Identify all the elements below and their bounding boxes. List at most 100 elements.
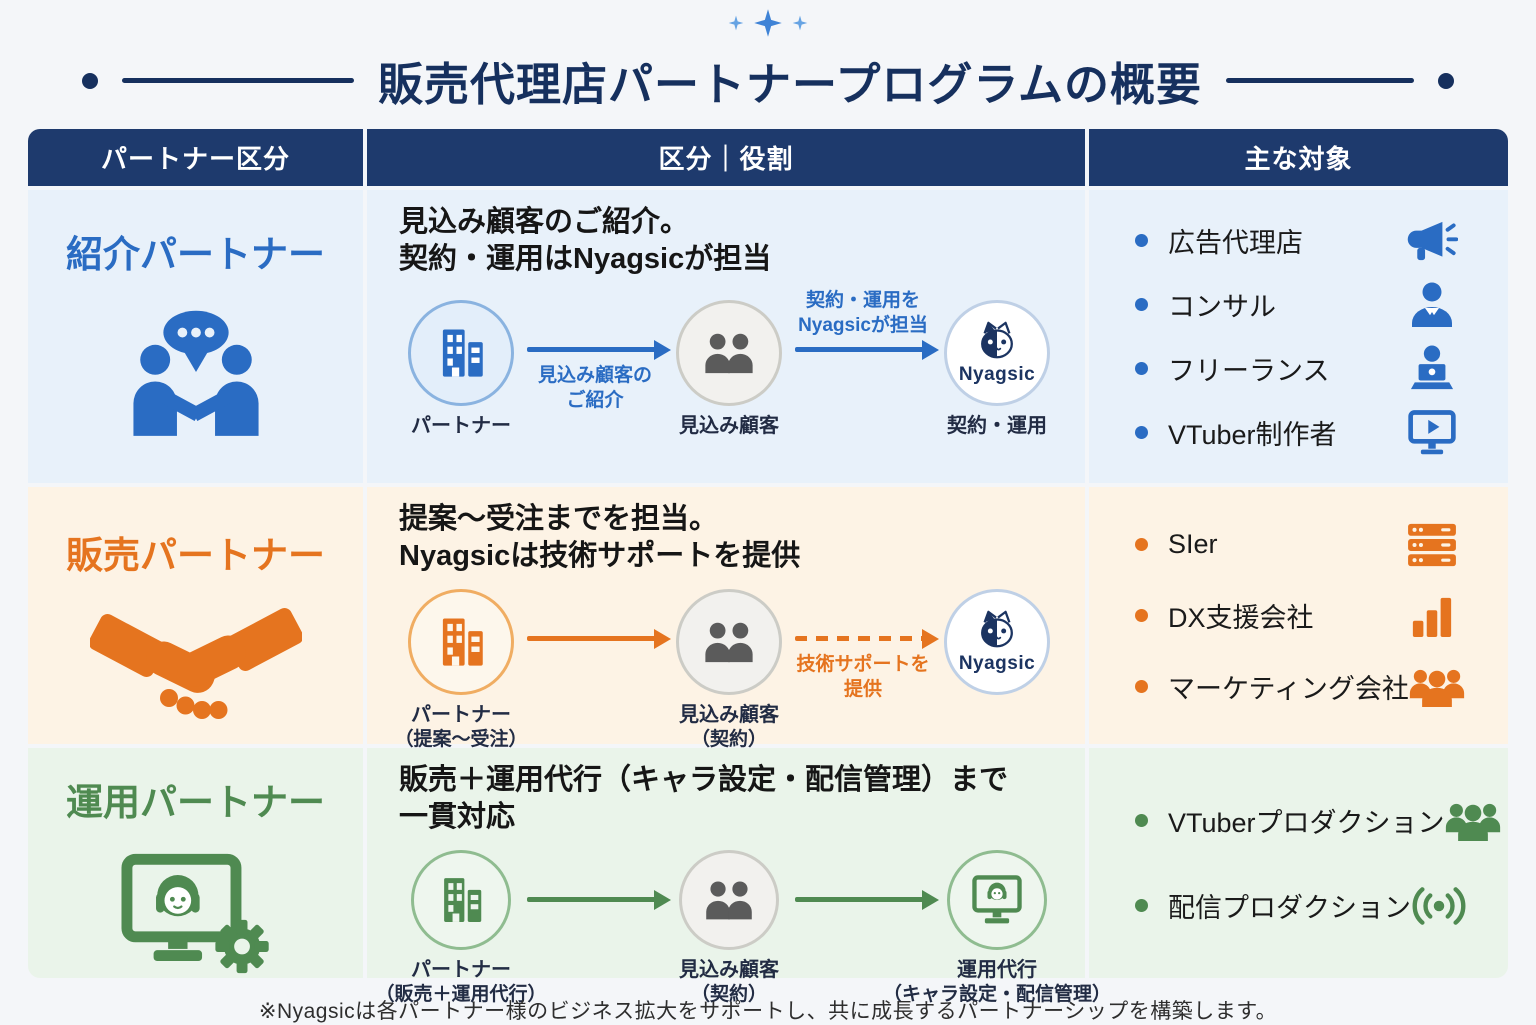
video-monitor-icon — [1404, 405, 1460, 459]
vtuber-monitor-icon — [972, 875, 1022, 924]
flow-node-sublabel: （販売＋運用代行） — [375, 984, 547, 1006]
flow-node-sublabel: （契約） — [690, 729, 767, 751]
flow-node-sublabel: （キャラ設定・配信管理） — [883, 984, 1112, 1006]
consultant-icon — [1404, 278, 1460, 332]
bullet-icon — [1135, 609, 1148, 622]
gear-icon — [214, 919, 269, 974]
flow-arrow — [787, 850, 939, 950]
bullet-icon — [1135, 538, 1148, 552]
target-item: DX支援会社 — [1089, 589, 1508, 643]
flow-node-nyagsic: Nyagsic 契約・運用 — [939, 300, 1055, 439]
people-group-icon — [1445, 793, 1501, 847]
category-name: 紹介パートナー — [66, 234, 325, 275]
flow-node-partner: パートナー （販売＋運用代行） — [376, 850, 547, 1007]
targets-cell-operation: VTuberプロダクション 配信プロダクション — [1089, 748, 1508, 978]
bullet-icon — [1135, 425, 1148, 439]
category-cell-operation: 運用パートナー — [28, 748, 363, 978]
target-label: 配信プロダクション — [1168, 893, 1411, 924]
flow-diagram: パートナー （提案〜受注） 見込み顧客 （契約） 技術サポートを 提供 — [395, 589, 1059, 752]
arrow-note: 契約・運用を Nyagsicが担当 — [798, 289, 928, 336]
building-icon — [442, 329, 483, 377]
sparkles-decoration — [728, 8, 808, 38]
target-label: SIer — [1168, 529, 1218, 560]
bullet-icon — [1135, 679, 1148, 693]
flow-diagram: パートナー （販売＋運用代行） 見込み顧客 （契約） — [376, 850, 1111, 1007]
target-label: フリーランス — [1168, 355, 1330, 386]
dashed-arrow-icon — [795, 636, 925, 642]
role-heading-line1: 提案〜受注までを担当。 — [399, 503, 719, 535]
flow-node-label: 運用代行 — [957, 959, 1037, 982]
arrow-note: 見込み顧客の ご紹介 — [537, 365, 652, 411]
vtuber-monitor-gear-icon — [120, 853, 269, 974]
flow-node-partner: パートナー — [403, 300, 519, 439]
flow-node-operation: 運用代行 （キャラ設定・配信管理） — [883, 850, 1111, 1007]
building-icon — [442, 618, 483, 666]
flow-arrow: 見込み顧客の ご紹介 — [519, 300, 671, 411]
target-label: 広告代理店 — [1168, 228, 1303, 259]
bullet-icon — [1135, 298, 1148, 312]
role-cell-sales: 提案〜受注までを担当。 Nyagsicは技術サポートを提供 パートナー （提案〜… — [367, 487, 1085, 750]
broadcast-icon — [1411, 879, 1467, 933]
sparkle-icon — [792, 15, 808, 31]
target-item: マーケティング会社 — [1089, 659, 1508, 713]
title-line — [122, 78, 355, 83]
flow-node-label: 契約・運用 — [947, 415, 1047, 438]
target-label: VTuber制作者 — [1168, 419, 1337, 450]
partner-program-table: パートナー区分 区分｜役割 主な対象 紹介パートナー 見込み顧客のご紹介。 契約… — [28, 129, 1508, 1005]
footnote: ※Nyagsicは各パートナー様のビジネス拡大をサポートし、共に成長するパートナ… — [258, 1000, 1278, 1023]
bullet-icon — [1135, 361, 1148, 375]
target-item: フリーランス — [1089, 341, 1508, 395]
flow-node-customer: 見込み顧客 （契約） — [671, 589, 787, 752]
title-line-dot — [82, 72, 99, 89]
role-heading-line2: 一貫対応 — [399, 801, 516, 834]
flow-node-sublabel: （契約） — [690, 984, 767, 1006]
flow-diagram: パートナー 見込み顧客の ご紹介 見込み顧客 契約・運用を Nyagsicが担当 — [399, 290, 1059, 439]
flow-node-nyagsic: Nyagsic — [939, 589, 1055, 696]
nyagsic-cat-logo — [981, 321, 1013, 359]
flow-node-label: 見込み顧客 — [679, 415, 779, 438]
title-line — [1225, 78, 1414, 83]
flow-node-label: 見込み顧客 — [679, 959, 779, 982]
people-group-icon — [1409, 659, 1465, 713]
role-heading-line1: 販売＋運用代行（キャラ設定・配信管理）まで — [399, 764, 1009, 796]
role-cell-operation: 販売＋運用代行（キャラ設定・配信管理）まで 一貫対応 パートナー （販売＋運用代… — [367, 748, 1111, 1005]
bullet-icon — [1135, 813, 1148, 827]
target-item: 配信プロダクション — [1089, 879, 1508, 933]
building-icon — [444, 878, 482, 923]
role-heading-line2: Nyagsicは技術サポートを提供 — [399, 540, 801, 573]
bullet-icon — [1135, 899, 1148, 913]
flow-arrow — [519, 589, 671, 689]
arrow-icon — [795, 347, 925, 353]
flow-node-sublabel: （提案〜受注） — [394, 729, 528, 751]
bar-chart-icon — [1404, 589, 1460, 643]
role-heading: 見込み顧客のご紹介。 契約・運用はNyagsicが担当 — [399, 204, 1059, 278]
customers-icon — [706, 881, 752, 920]
nyagsic-cat-logo — [981, 610, 1013, 648]
arrow-note: 技術サポートを 提供 — [796, 654, 930, 700]
category-name: 販売パートナー — [66, 535, 325, 576]
flow-arrow — [519, 850, 671, 950]
flow-node-label: パートナー — [411, 704, 511, 727]
target-item: VTuber制作者 — [1089, 405, 1508, 459]
arrow-icon — [527, 636, 657, 642]
arrow-icon — [527, 347, 657, 353]
bullet-icon — [1135, 234, 1148, 248]
flow-node-partner: パートナー （提案〜受注） — [395, 589, 528, 752]
flow-arrow: 技術サポートを 提供 — [787, 589, 939, 700]
megaphone-icon — [1404, 214, 1460, 268]
category-name: 運用パートナー — [66, 782, 325, 823]
handshake-icon — [89, 608, 302, 719]
sparkle-icon — [754, 9, 782, 37]
role-heading: 販売＋運用代行（キャラ設定・配信管理）まで 一貫対応 — [399, 762, 1059, 836]
role-heading-line1: 見込み顧客のご紹介。 — [399, 206, 690, 238]
sparkle-icon — [728, 15, 744, 31]
flow-node-label: パートナー — [411, 959, 511, 982]
target-label: DX支援会社 — [1168, 603, 1314, 633]
flow-node-customer: 見込み顧客 （契約） — [671, 850, 787, 1007]
role-cell-referral: 見込み顧客のご紹介。 契約・運用はNyagsicが担当 パートナー 見込み顧客の… — [367, 190, 1085, 483]
target-item: コンサル — [1089, 278, 1508, 332]
flow-node-label: 見込み顧客 — [679, 704, 779, 727]
flow-node-customer: 見込み顧客 — [671, 300, 787, 439]
column-header-role: 区分｜役割 — [367, 129, 1085, 186]
column-header-main-targets: 主な対象 — [1089, 129, 1508, 186]
